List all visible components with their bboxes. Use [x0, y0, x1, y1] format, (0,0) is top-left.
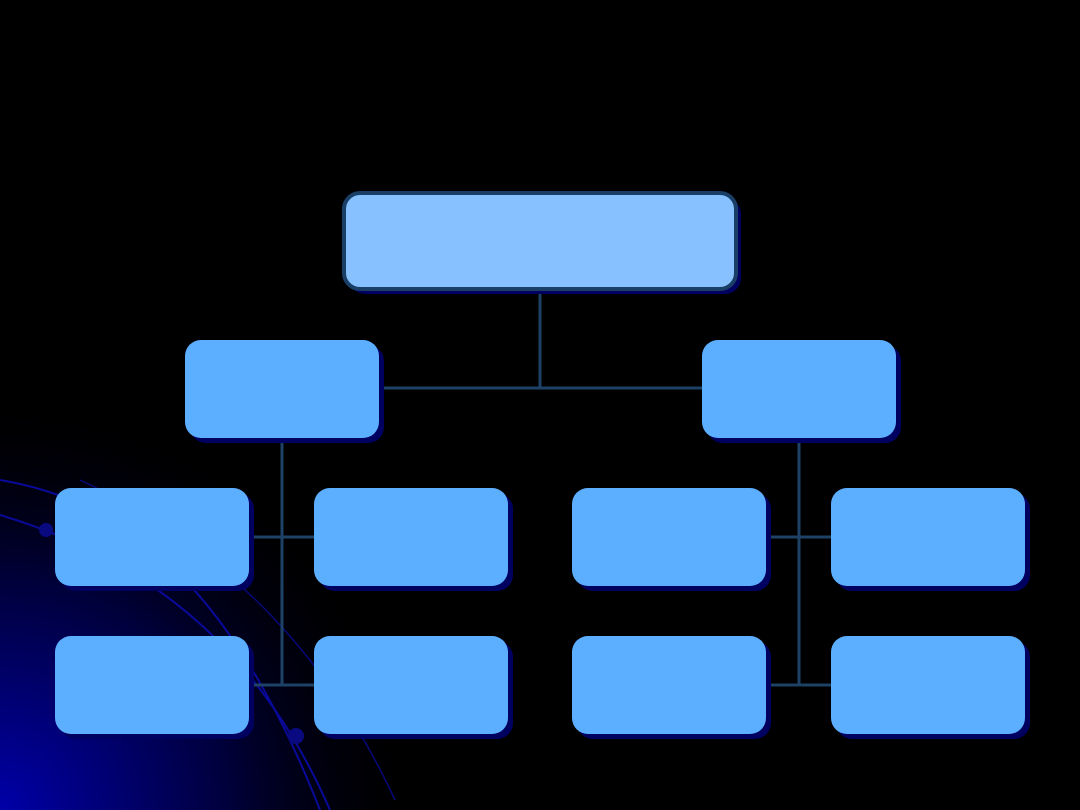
- report-node: [831, 636, 1030, 739]
- report-node: [314, 488, 513, 591]
- report-node: [55, 636, 254, 739]
- corner-glow: [0, 400, 450, 810]
- report-node: [831, 488, 1030, 591]
- node-box: [572, 636, 766, 734]
- node-box: [314, 488, 508, 586]
- background-decoration: [0, 400, 450, 810]
- report-node: [55, 488, 254, 591]
- manager-node: [702, 340, 901, 443]
- root-node: [342, 191, 741, 294]
- report-node: [314, 636, 513, 739]
- node-box: [55, 488, 249, 586]
- decorative-dot: [39, 523, 53, 537]
- node-box: [572, 488, 766, 586]
- node-box: [55, 636, 249, 734]
- node-box: [314, 636, 508, 734]
- node-box: [831, 488, 1025, 586]
- report-node: [572, 636, 771, 739]
- report-node: [572, 488, 771, 591]
- node-box: [185, 340, 379, 438]
- decorative-dot: [288, 728, 304, 744]
- connectors: [249, 290, 831, 687]
- node-box: [831, 636, 1025, 734]
- node-box: [342, 191, 738, 291]
- node-box: [702, 340, 896, 438]
- manager-node: [185, 340, 384, 443]
